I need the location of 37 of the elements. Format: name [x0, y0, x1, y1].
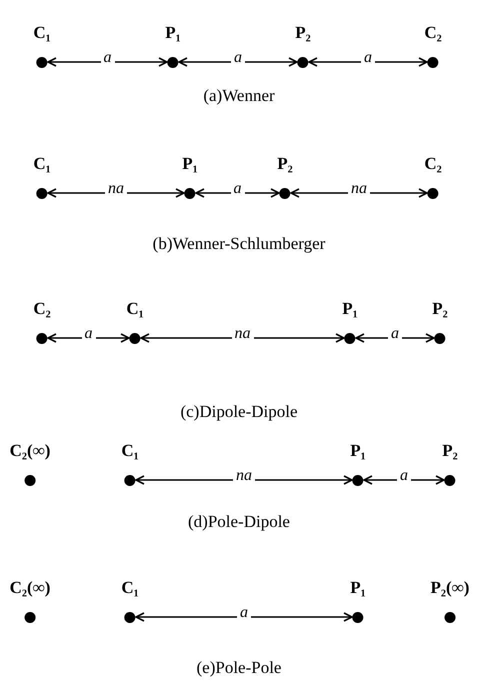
caption: (c)Dipole-Dipole: [180, 402, 298, 421]
double-arrow: [355, 333, 435, 343]
caption: (b)Wenner-Schlumberger: [152, 234, 326, 253]
electrode-label: C₁: [126, 298, 144, 318]
electrode-label: P₂(∞): [430, 578, 470, 598]
double-arrow: [290, 188, 428, 198]
electrode-label: P₁: [165, 22, 181, 42]
double-arrow: [195, 188, 280, 198]
electrode-label: P₂: [295, 22, 311, 42]
electrode-label: P₂: [432, 298, 448, 318]
caption: (e)Pole-Pole: [196, 658, 282, 677]
caption: (a)Wenner: [203, 86, 275, 105]
electrode-label: C₁: [33, 154, 51, 174]
double-arrow: [135, 475, 353, 485]
electrode-label: C₂: [424, 154, 442, 174]
double-arrow: [140, 333, 345, 343]
electrode-label: C₁: [33, 22, 51, 42]
electrode-label: P₂: [442, 440, 458, 460]
electrode-label: P₁: [342, 298, 358, 318]
electrode-label: P₁: [182, 154, 198, 174]
caption: (d)Pole-Dipole: [188, 512, 290, 531]
double-arrow: [363, 475, 445, 485]
electrode-label: C₂(∞): [10, 440, 50, 460]
electrode-label: C₂: [424, 22, 442, 42]
double-arrow: [47, 57, 168, 67]
electrode-label: P₂: [277, 154, 293, 174]
double-arrow: [47, 188, 185, 198]
electrode-label: C₁: [121, 578, 139, 598]
double-arrow: [47, 333, 130, 343]
double-arrow: [308, 57, 428, 67]
electrode-label: C₂: [33, 298, 51, 318]
electrode-label: C₁: [121, 440, 139, 460]
electrode-label: P₁: [350, 440, 366, 460]
electrode-label: P₁: [350, 578, 366, 598]
electrode-label: C₂(∞): [10, 578, 50, 598]
double-arrow: [178, 57, 298, 67]
double-arrow: [135, 612, 353, 622]
